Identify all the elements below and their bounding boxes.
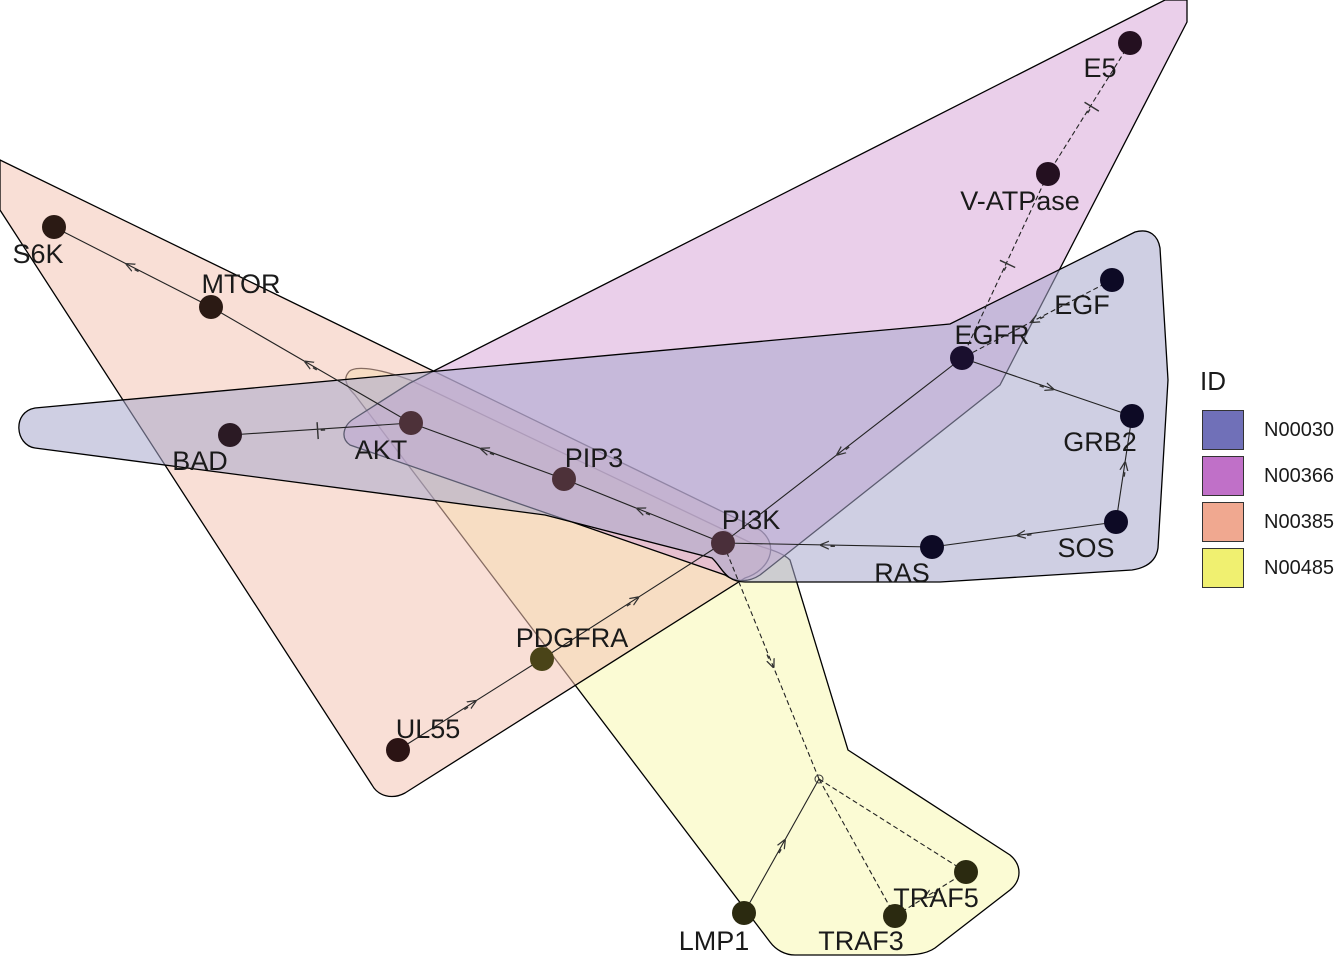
legend-swatch-n00030 [1202,410,1244,450]
node-label-lmp1: LMP1 [679,926,750,956]
edge-egfr-pi3k [722,357,963,544]
legend-item-n00385: N00385 [1202,502,1344,542]
legend-label-n00366: N00366 [1264,465,1335,487]
edge-marker-10: |- [315,419,327,440]
node-mtor [199,295,223,319]
nodes [42,31,1144,928]
node-label-e5: E5 [1083,53,1116,83]
node-ul55 [386,738,410,762]
node-egf [1100,268,1124,292]
node-pi3k [711,531,735,555]
edge-v-atpase-egfr [961,173,1049,359]
node-label-akt: AKT [355,435,408,465]
node-label-sos: SOS [1057,533,1114,563]
edge-pdgfra-pi3k [541,542,724,660]
edge-mtor-s6k [53,226,212,308]
node-label-ras: RAS [874,558,930,588]
node-label-v-atpase: V-ATPase [960,186,1080,216]
node-label-pdgfra: PDGFRA [516,623,629,653]
edge-ul55-pdgfra [397,658,543,751]
edge-egf-egfr [961,279,1113,359]
node-s6k [42,215,66,239]
node-sos [1104,510,1128,534]
junction-point [814,774,824,784]
node-akt [399,411,423,435]
node-label-pi3k: PI3K [722,505,781,535]
edge-e5-v-atpase [1047,42,1131,175]
group-hulls [0,0,1188,956]
edge-hub-pi3k [722,542,820,780]
node-pdgfra [530,647,554,671]
edge-lmp1-hub [743,778,820,914]
node-label-egfr: EGFR [954,320,1029,350]
node-label-mtor: MTOR [202,269,281,299]
legend-swatch-n00485 [1202,548,1244,588]
node-label-pip3: PIP3 [565,443,624,473]
legend-swatch-n00366 [1202,456,1244,496]
edge-hub-traf5 [818,778,967,873]
node-label-grb2: GRB2 [1063,427,1137,457]
edge-marker-5: <- [1014,523,1033,545]
node-grb2 [1120,404,1144,428]
node-e5 [1118,31,1142,55]
edge-akt-bad [229,422,412,436]
edge-traf3-traf5 [894,871,967,917]
edges: -|-|<-->-><-<-<-<-<-|-<-<-->->->-><- [53,42,1135,917]
edge-marker-9: <- [476,439,498,463]
node-label-traf5: TRAF5 [893,883,979,913]
legend-swatch-n00385 [1202,502,1244,542]
edge-marker-16: -> [759,650,784,673]
group-hull-n00030 [18,230,1169,583]
node-label-bad: BAD [172,446,228,476]
edge-marker-8: <- [632,499,655,524]
legend-item-n00366: N00366 [1202,456,1344,496]
node-label-s6k: S6K [12,239,63,269]
legend-label-n00385: N00385 [1264,511,1335,533]
node-pip3 [552,467,576,491]
edge-marker-12: <- [121,254,145,279]
legend-title: ID [1200,366,1226,396]
node-bad [218,423,242,447]
node-label-egf: EGF [1054,290,1110,320]
edge-marker-3: -> [1036,375,1058,399]
edge-pi3k-pip3 [563,478,724,544]
edge-hub-traf3 [818,778,896,917]
edge-pip3-akt [410,422,565,480]
legend-label-n00030: N00030 [1264,419,1335,441]
edge-akt-mtor [210,306,412,424]
node-label-ul55: UL55 [396,714,461,744]
edge-marker-2: <- [1025,306,1049,331]
node-v-atpase [1036,162,1060,186]
node-label-traf3: TRAF3 [818,926,904,956]
edge-egfr-grb2 [961,357,1133,417]
node-ras [920,535,944,559]
edge-marker-6: <- [819,535,836,555]
edge-ras-pi3k [722,542,933,548]
legend-item-n00030: N00030 [1202,410,1344,450]
legend-label-n00485: N00485 [1264,557,1335,579]
node-traf3 [883,904,907,928]
edge-marker-4: -> [1113,459,1135,478]
legend-item-n00485: N00485 [1202,548,1344,588]
edge-sos-ras [931,521,1117,548]
node-traf5 [954,860,978,884]
node-egfr [950,346,974,370]
legend: ID N00030 N00366 N00385 N00485 [1200,366,1344,606]
node-lmp1 [732,901,756,925]
edge-grb2-sos [1115,415,1133,523]
